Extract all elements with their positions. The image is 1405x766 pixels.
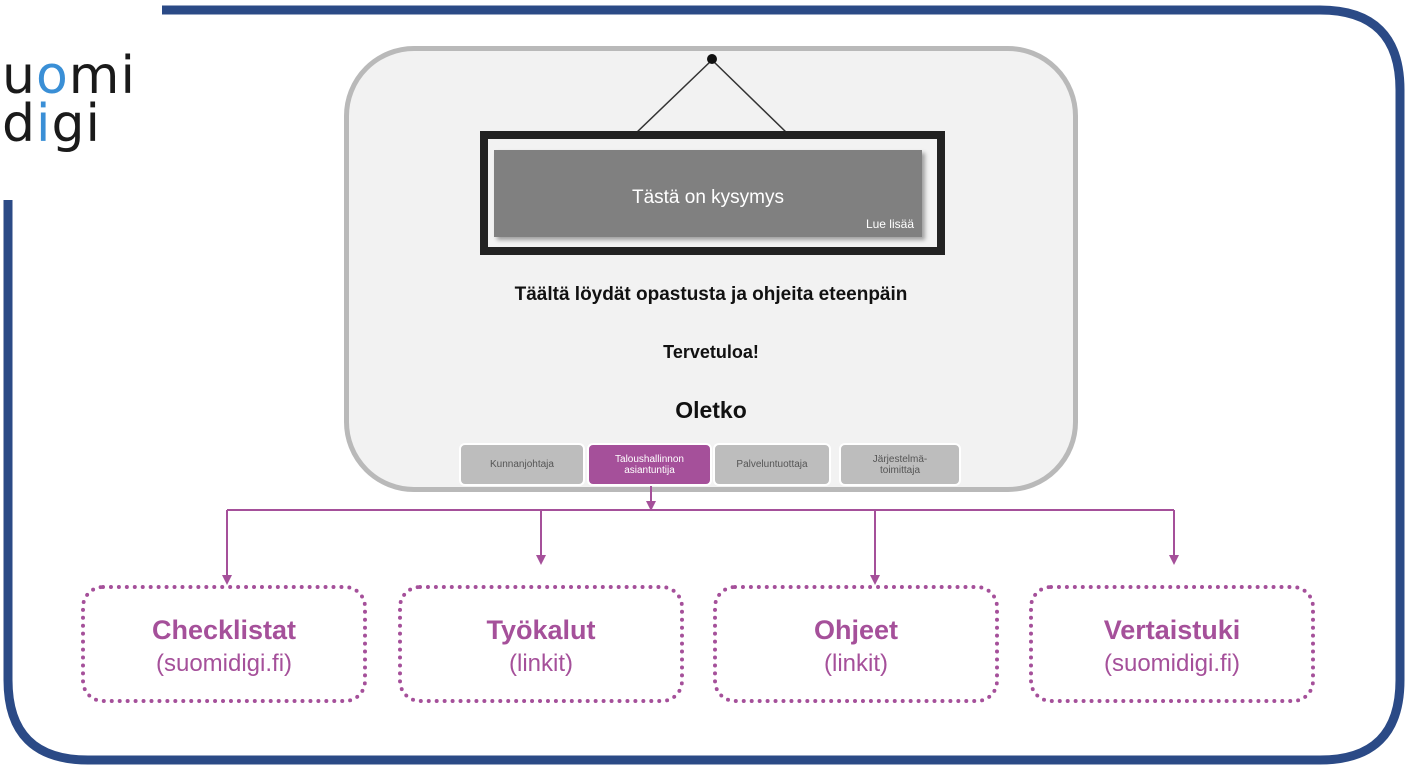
box-title: Ohjeet <box>813 615 899 645</box>
sign-panel: Tästä on kysymys Lue lisää <box>494 150 922 237</box>
logo-line-2: digi <box>2 94 101 154</box>
hanger <box>634 54 789 135</box>
role-button-kunnanjohtaja[interactable]: Kunnanjohtaja <box>459 443 585 486</box>
tools-box[interactable]: Työkalut (linkit) <box>398 585 684 703</box>
box-title: Checklistat <box>151 615 297 645</box>
logo-line-1: uomi <box>2 46 136 106</box>
role-button-palveluntuottaja[interactable]: Palveluntuottaja <box>713 443 831 486</box>
box-subtitle: (suomidigi.fi) <box>155 650 293 677</box>
sign-title: Tästä on kysymys <box>631 187 785 208</box>
box-subtitle: (linkit) <box>509 650 573 677</box>
checklists-box[interactable]: Checklistat (suomidigi.fi) <box>81 585 367 703</box>
peer-support-box[interactable]: Vertaistuki (suomidigi.fi) <box>1029 585 1315 703</box>
guidance-subtitle: Täältä löydät opastusta ja ohjeita eteen… <box>514 284 908 305</box>
box-title: Vertaistuki <box>1103 615 1241 645</box>
welcome-text: Tervetuloa! <box>663 342 759 362</box>
box-title: Työkalut <box>486 615 596 645</box>
instructions-box[interactable]: Ohjeet (linkit) <box>713 585 999 703</box>
role-button-taloushallinnon-asiantuntija[interactable]: Taloushallinnon asiantuntija <box>587 443 712 486</box>
question-sign: Tästä on kysymys Lue lisää <box>480 131 945 255</box>
box-subtitle: (suomidigi.fi) <box>1103 650 1241 677</box>
main-panel <box>344 46 1078 492</box>
suomidigi-logo: uomi digi <box>2 46 162 154</box>
read-more-link[interactable]: Lue lisää <box>865 217 914 231</box>
role-question: Oletko <box>675 397 747 423</box>
role-button-jarjestelmatoimittaja[interactable]: Järjestelmä- toimittaja <box>839 443 961 486</box>
box-subtitle: (linkit) <box>824 650 888 677</box>
